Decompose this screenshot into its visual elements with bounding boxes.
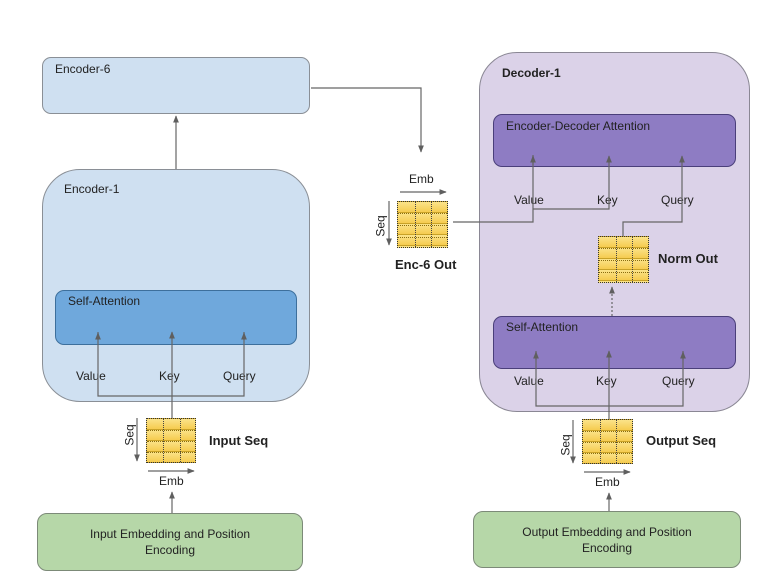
decoder-self-value-label: Value bbox=[514, 374, 544, 388]
output-seq-matrix bbox=[582, 419, 633, 464]
norm-out-label: Norm Out bbox=[658, 251, 718, 266]
decoder-cross-value-label: Value bbox=[514, 193, 544, 207]
decoder-self-attention-title: Self-Attention bbox=[506, 320, 579, 334]
enc6-to-out-arrow bbox=[311, 87, 424, 153]
encoder-6-block bbox=[42, 57, 310, 114]
decoder-1-title: Decoder-1 bbox=[502, 66, 561, 80]
output-seq-label: Output Seq bbox=[646, 433, 717, 448]
encoder-query-label: Query bbox=[223, 369, 256, 383]
encoder-6-title: Encoder-6 bbox=[55, 62, 111, 76]
encoder-1-title: Encoder-1 bbox=[64, 182, 120, 196]
enc6-out-matrix bbox=[397, 201, 448, 248]
norm-out-matrix bbox=[598, 236, 649, 283]
encoder-decoder-attention-title: Encoder-Decoder Attention bbox=[506, 119, 651, 133]
output-emb-axis-label: Emb bbox=[595, 475, 620, 489]
decoder-self-query-label: Query bbox=[662, 374, 695, 388]
output-seq-axis-label: Seq bbox=[558, 434, 573, 456]
input-embedding-box: Input Embedding and Position Encoding bbox=[37, 513, 303, 571]
enc6-out-label: Enc-6 Out bbox=[395, 257, 457, 272]
decoder-self-key-label: Key bbox=[596, 374, 617, 388]
decoder-cross-query-label: Query bbox=[661, 193, 694, 207]
encoder-value-label: Value bbox=[76, 369, 106, 383]
input-seq-axis-label: Seq bbox=[122, 424, 137, 446]
input-seq-matrix bbox=[146, 418, 196, 463]
encoder-key-label: Key bbox=[159, 369, 180, 383]
encoder-1-block bbox=[42, 169, 310, 402]
encoder-self-attention-title: Self-Attention bbox=[68, 294, 141, 308]
input-emb-axis-label: Emb bbox=[159, 474, 184, 488]
enc6-out-emb-axis-label: Emb bbox=[409, 172, 434, 186]
enc6-out-seq-axis-label: Seq bbox=[373, 215, 388, 237]
input-seq-label: Input Seq bbox=[209, 433, 269, 448]
decoder-cross-key-label: Key bbox=[597, 193, 618, 207]
output-embedding-box: Output Embedding and Position Encoding bbox=[473, 511, 741, 568]
